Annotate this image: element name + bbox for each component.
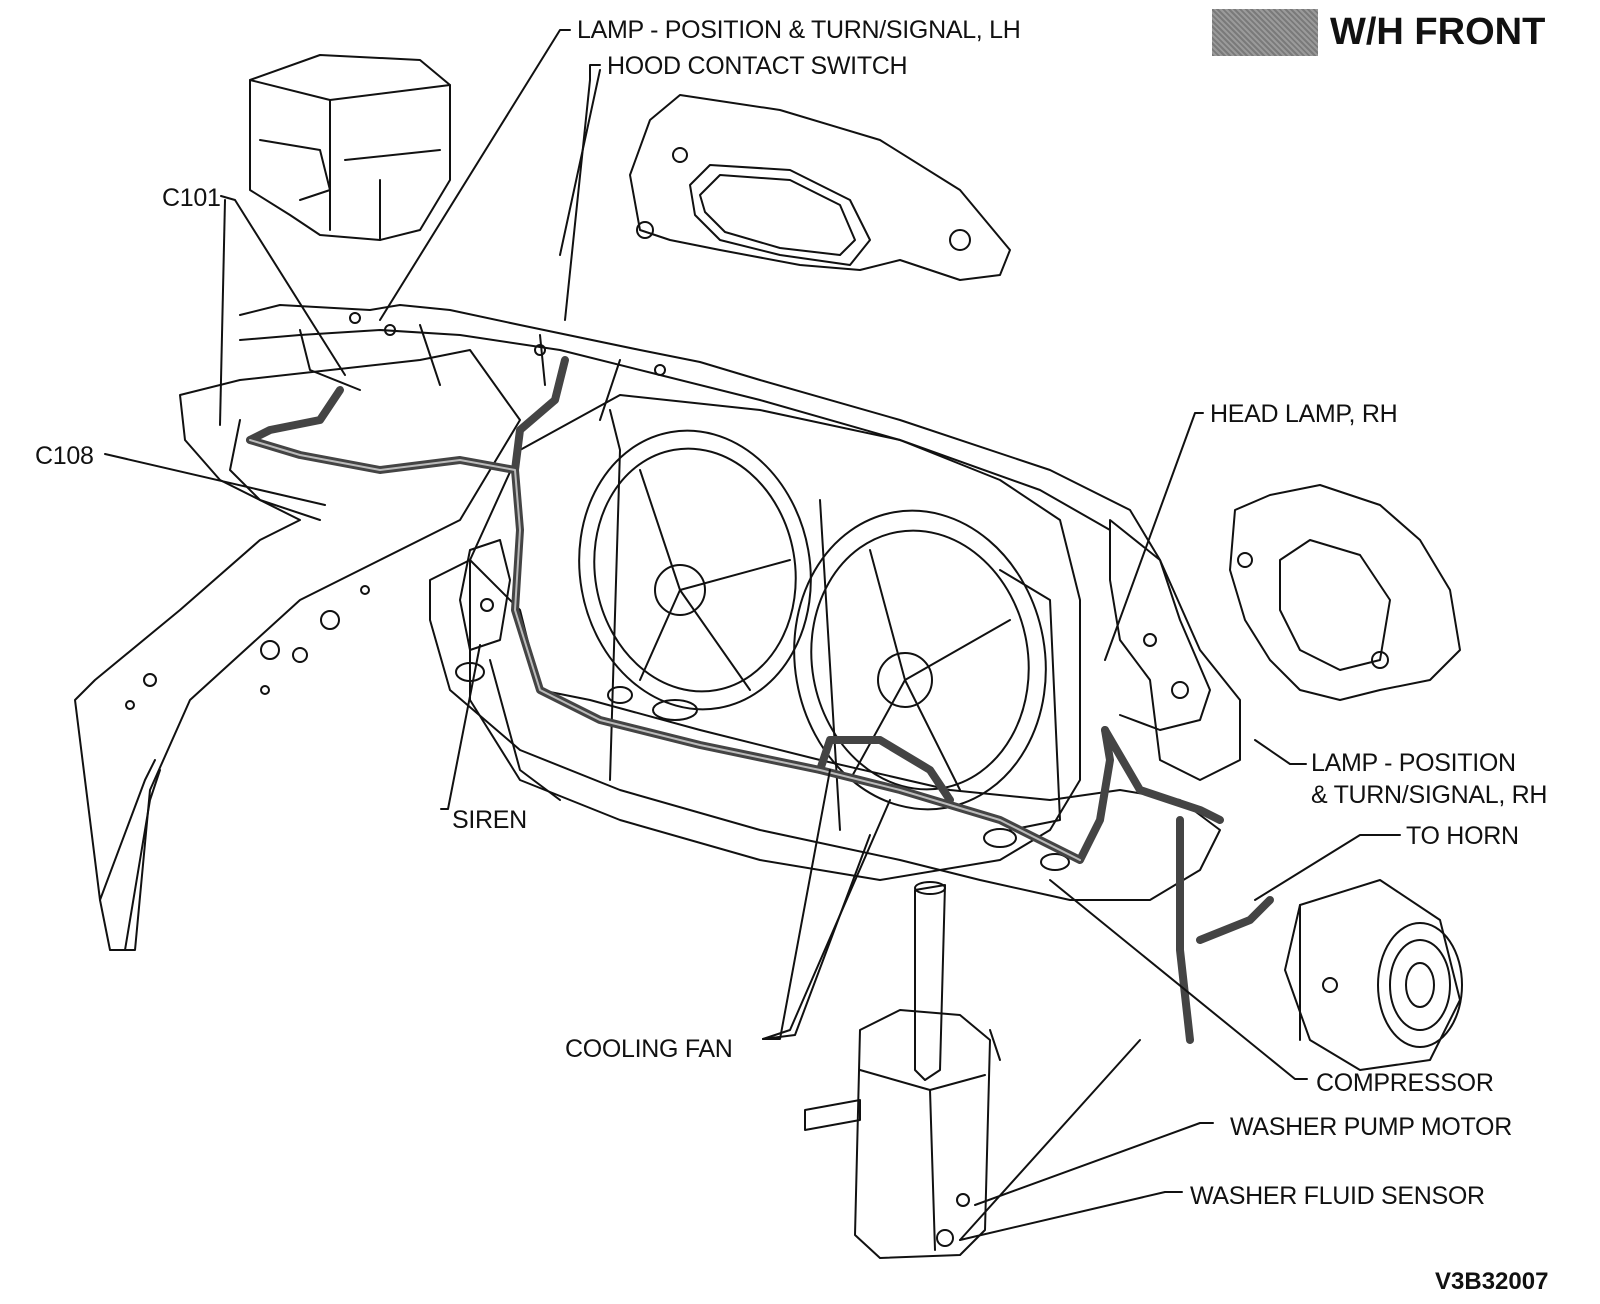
upper-crossmember	[239, 304, 1211, 731]
diagram-title: W/H FRONT	[1330, 11, 1546, 53]
label-c101: C101	[162, 184, 221, 212]
label-compressor: COMPRESSOR	[1316, 1069, 1494, 1097]
label-lamp-position-rh-line1: LAMP - POSITION	[1311, 749, 1516, 777]
headlamp-lh	[629, 94, 1011, 281]
siren	[459, 539, 511, 651]
ac-compressor	[1284, 879, 1463, 1071]
fan-shroud	[469, 394, 1081, 881]
label-lamp-position-lh: LAMP - POSITION & TURN/SIGNAL, LH	[577, 16, 1021, 44]
leader-lines	[104, 29, 1401, 1241]
cooling-fan-right	[793, 509, 1047, 811]
label-to-horn: TO HORN	[1406, 822, 1519, 850]
lower-support	[429, 559, 1221, 901]
label-head-lamp-rh: HEAD LAMP, RH	[1210, 400, 1398, 428]
label-cooling-fan: COOLING FAN	[565, 1035, 733, 1063]
fuse-block	[249, 54, 451, 241]
washer-reservoir	[804, 881, 1001, 1259]
label-lamp-position-rh-line2: & TURN/SIGNAL, RH	[1311, 781, 1548, 809]
right-bracket	[1109, 519, 1241, 781]
label-c108: C108	[35, 442, 94, 470]
label-washer-pump-motor: WASHER PUMP MOTOR	[1230, 1113, 1512, 1141]
label-washer-fluid-sensor: WASHER FLUID SENSOR	[1190, 1182, 1485, 1210]
left-frame-rail	[74, 349, 521, 951]
cooling-fan-left	[578, 429, 812, 711]
wiring-harness	[246, 356, 1274, 1044]
label-hood-contact-switch: HOOD CONTACT SWITCH	[607, 52, 908, 80]
headlamp-rh	[1229, 484, 1461, 701]
label-siren: SIREN	[452, 806, 527, 834]
harness-highlight	[249, 439, 1081, 861]
figure-id: V3B32007	[1435, 1268, 1549, 1295]
title-swatch	[1212, 9, 1318, 56]
